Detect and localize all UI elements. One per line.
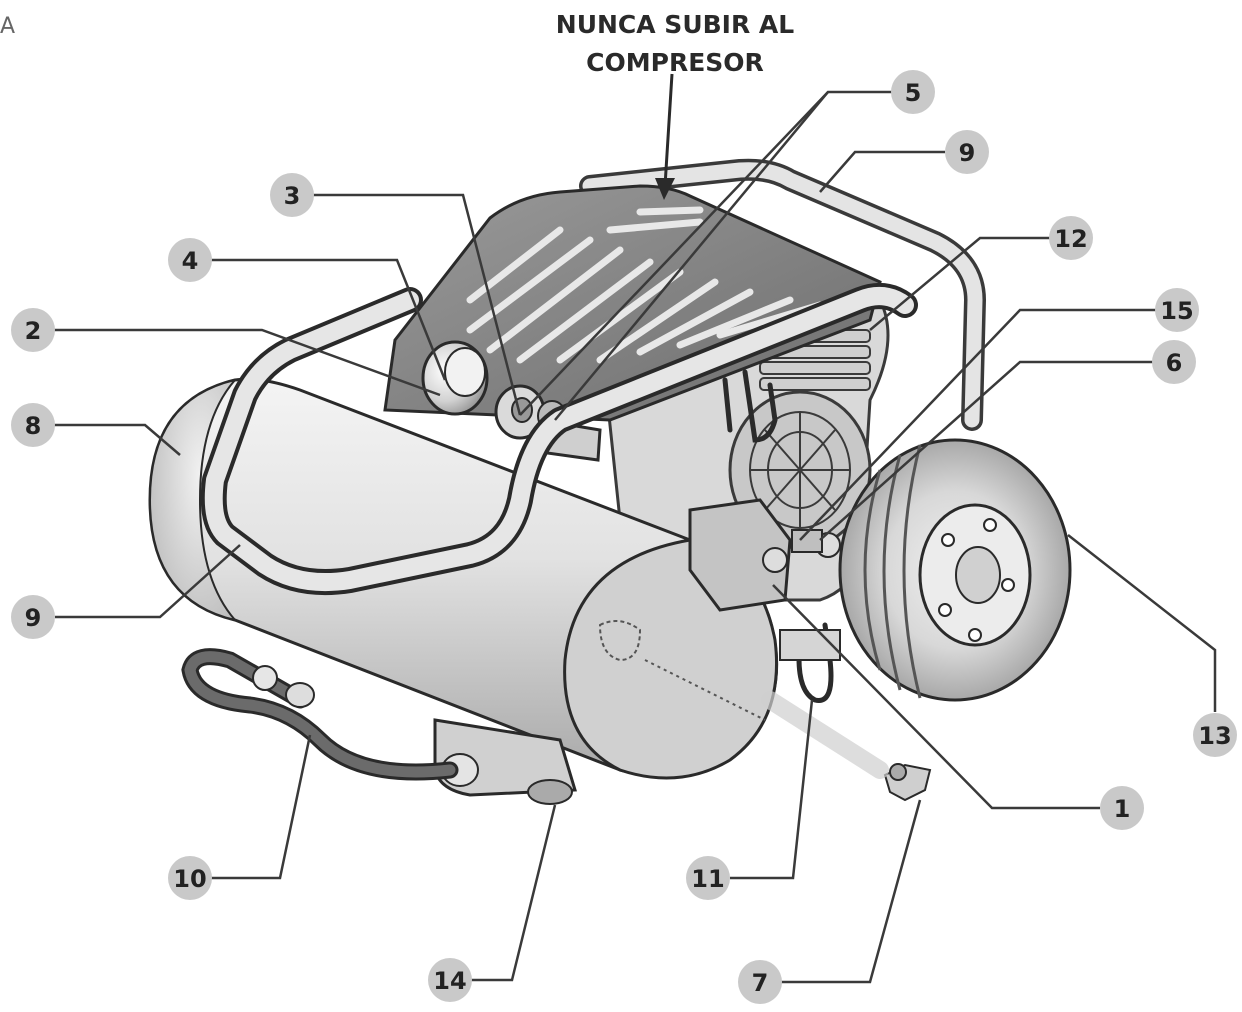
callout-6: 6	[1152, 340, 1196, 384]
svg-text:13: 13	[1198, 722, 1231, 750]
corner-label: A	[0, 14, 16, 39]
callout-9-top: 9	[945, 130, 989, 174]
warning-arrow	[663, 73, 674, 187]
callout-11: 11	[686, 856, 730, 900]
callout-3: 3	[270, 173, 314, 217]
svg-text:4: 4	[182, 247, 199, 275]
svg-text:10: 10	[173, 865, 206, 893]
callout-14: 14	[428, 958, 472, 1002]
cord-hook-top	[722, 369, 778, 443]
control-panel	[421, 340, 602, 462]
warning-line-1: NUNCA SUBIR AL	[555, 10, 795, 39]
air-hose	[181, 648, 459, 781]
svg-text:15: 15	[1160, 297, 1193, 325]
callout-9-bottom: 9	[11, 595, 55, 639]
callout-13: 13	[1193, 713, 1237, 757]
warning-line-2: COMPRESOR	[586, 48, 764, 77]
svg-text:14: 14	[433, 967, 466, 995]
callout-1: 1	[1100, 786, 1144, 830]
callout-5: 5	[891, 70, 935, 114]
svg-text:12: 12	[1054, 225, 1087, 253]
svg-text:1: 1	[1114, 795, 1131, 823]
drain-valve	[761, 691, 932, 802]
svg-text:9: 9	[25, 604, 42, 632]
svg-text:9: 9	[959, 139, 976, 167]
svg-text:2: 2	[25, 317, 42, 345]
callout-4: 4	[168, 238, 212, 282]
svg-text:11: 11	[691, 865, 724, 893]
cord-hook-bottom	[796, 622, 834, 703]
callout-2: 2	[11, 308, 55, 352]
callout-12: 12	[1049, 216, 1093, 260]
svg-text:8: 8	[25, 412, 42, 440]
svg-text:5: 5	[905, 79, 922, 107]
callout-15: 15	[1155, 288, 1199, 332]
callout-8: 8	[11, 403, 55, 447]
svg-text:6: 6	[1166, 349, 1183, 377]
callout-10: 10	[168, 856, 212, 900]
wheel	[838, 438, 1072, 702]
cover-ribs	[466, 206, 824, 364]
leader-lines	[53, 90, 1217, 984]
warning-label: NUNCA SUBIR AL COMPRESOR	[520, 6, 830, 82]
svg-text:7: 7	[752, 969, 769, 997]
svg-text:3: 3	[284, 182, 301, 210]
pressure-switch	[688, 498, 841, 612]
callout-7: 7	[738, 960, 782, 1004]
